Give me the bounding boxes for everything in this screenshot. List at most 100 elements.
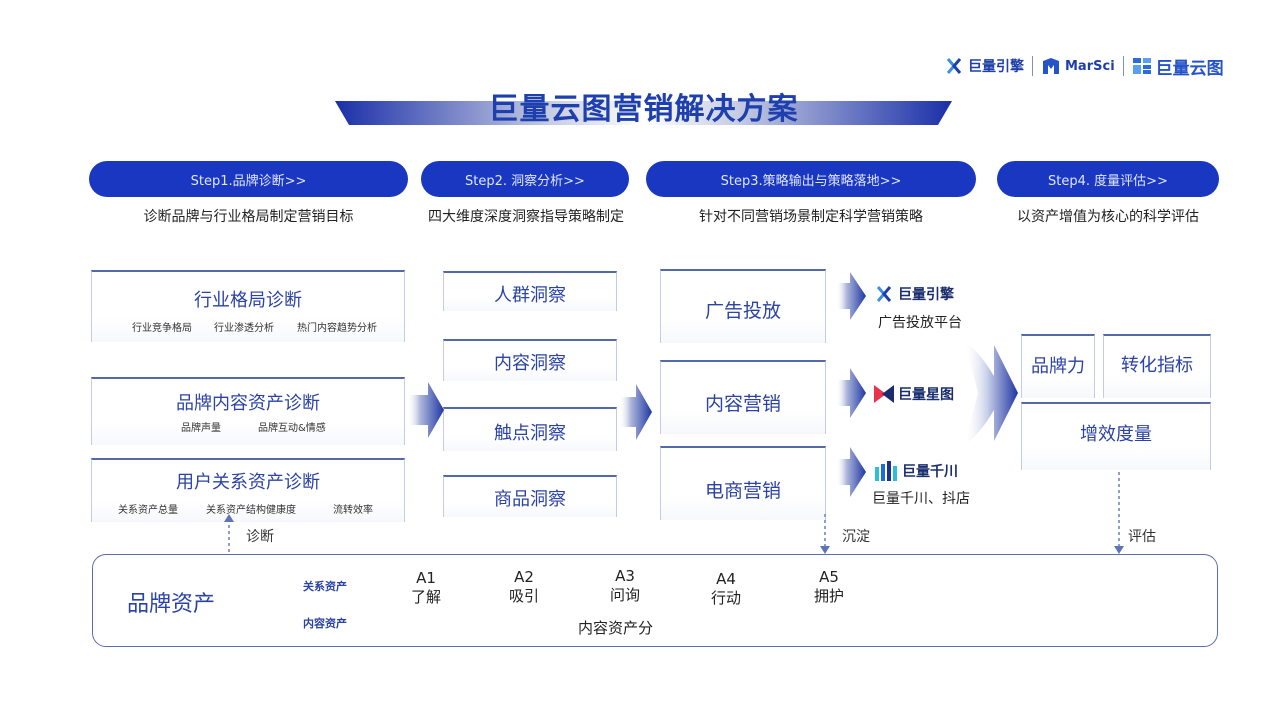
insight-box: 人群洞察 <box>443 271 617 311</box>
strategy-title: 内容营销 <box>704 393 781 415</box>
brand-asset-title: 品牌资产 <box>127 592 216 617</box>
step-1-desc: 诊断品牌与行业格局制定营销目标 <box>143 209 354 225</box>
yuntu-logo: 巨量云图 <box>1132 54 1224 79</box>
diagnosis-sub: 关系资产结构健康度 <box>206 505 296 516</box>
evaluate-note: 评估 <box>1128 529 1156 545</box>
diagnosis-box-user-relation: 用户关系资产诊断 关系资产总量 关系资产结构健康度 流转效率 <box>91 458 405 522</box>
insight-title: 商品洞察 <box>494 489 566 510</box>
stage-name: 拥护 <box>813 587 844 605</box>
platform-caption: 巨量千川、抖店 <box>872 491 970 507</box>
step-4-desc: 以资产增值为核心的科学评估 <box>1017 209 1199 225</box>
relation-asset-label: 关系资产 <box>303 580 347 593</box>
stage-code: A4 <box>716 570 736 588</box>
stage-name: 问询 <box>609 586 640 604</box>
settle-note: 沉淀 <box>842 529 870 545</box>
insight-title: 触点洞察 <box>494 423 566 444</box>
insight-title: 内容洞察 <box>494 353 566 374</box>
marsci-logo-text: MarSci <box>1065 58 1115 74</box>
ocean-engine-logo-text: 巨量引擎 <box>968 59 1024 75</box>
strategy-title: 电商营销 <box>704 480 781 502</box>
diagnosis-sub: 行业竞争格局 <box>132 323 192 334</box>
stage-code: A2 <box>514 568 534 586</box>
evaluate-arrowhead <box>1114 546 1124 554</box>
arrow-diagnosis-to-insight <box>407 382 444 438</box>
diagnosis-box-industry: 行业格局诊断 行业竞争格局 行业渗透分析 热门内容趋势分析 <box>91 270 405 342</box>
platform-logo-text: 巨量引擎 <box>898 287 954 303</box>
yuntu-logo-icon <box>1132 58 1151 74</box>
marsci-logo-icon <box>1043 58 1059 74</box>
ocean-engine-logo: 巨量引擎 <box>944 56 1024 76</box>
arrow-to-metrics <box>964 340 1018 446</box>
step-1-pill: Step1.品牌诊断>> <box>89 161 408 197</box>
stage-name: 行动 <box>710 589 741 607</box>
logo-divider <box>1032 56 1033 76</box>
title-band <box>335 101 952 125</box>
settle-arrowhead <box>820 546 830 554</box>
diagnosis-title: 品牌内容资产诊断 <box>176 393 320 414</box>
diagnosis-title: 用户关系资产诊断 <box>176 472 320 493</box>
diagnosis-box-brand-content: 品牌内容资产诊断 品牌声量 品牌互动&情感 <box>91 377 405 445</box>
diagnosis-sub: 热门内容趋势分析 <box>297 323 377 334</box>
stage-a2: A2 吸引 <box>494 568 554 606</box>
stage-name: 吸引 <box>508 587 539 605</box>
platform-logo-text: 巨量千川 <box>902 464 958 480</box>
content-asset-score: 内容资产分 <box>578 619 654 637</box>
stage-name: 了解 <box>410 588 441 606</box>
marsci-logo: MarSci <box>1041 56 1115 76</box>
platform-xingtu-logo: 巨量星图 <box>874 384 954 404</box>
platform-logo-text: 巨量星图 <box>898 387 954 403</box>
insight-box: 触点洞察 <box>443 407 617 451</box>
step-2-desc: 四大维度深度洞察指导策略制定 <box>428 209 624 225</box>
brand-asset-panel <box>92 554 1218 647</box>
logo-divider <box>1122 56 1124 76</box>
strategy-box-ads: 广告投放 <box>660 269 826 343</box>
metric-efficiency-label: 增效度量 <box>1080 424 1152 445</box>
insight-box: 商品洞察 <box>443 475 617 517</box>
metric-conversion-box: 转化指标 <box>1103 334 1211 398</box>
stage-a4: A4 行动 <box>696 570 756 608</box>
page-title: 巨量云图营销解决方案 <box>488 92 799 127</box>
metric-efficiency-box: 增效度量 <box>1021 402 1211 470</box>
step-4-pill: Step4. 度量评估>> <box>997 161 1219 197</box>
arrow-to-qianchuan <box>836 447 866 497</box>
step-3-pill: Step3.策略输出与策略落地>> <box>646 161 976 197</box>
stage-a3: A3 问询 <box>595 567 655 605</box>
insight-title: 人群洞察 <box>494 285 566 306</box>
qianchuan-icon <box>875 461 897 481</box>
metric-brand-box: 品牌力 <box>1021 334 1095 398</box>
step-3-desc: 针对不同营销场景制定科学营销策略 <box>699 209 923 225</box>
arrow-insight-to-strategy <box>619 384 652 440</box>
diagnosis-sub: 关系资产总量 <box>118 505 178 516</box>
stage-code: A5 <box>819 568 839 586</box>
step-2-pill: Step2. 洞察分析>> <box>421 161 629 197</box>
ocean-engine-icon <box>876 286 892 302</box>
strategy-box-ecommerce: 电商营销 <box>660 446 826 520</box>
insight-box: 内容洞察 <box>443 339 617 381</box>
diagnosis-sub: 行业渗透分析 <box>214 323 274 334</box>
platform-engine-logo: 巨量引擎 <box>874 284 954 304</box>
stage-code: A1 <box>416 569 436 587</box>
yuntu-logo-text: 巨量云图 <box>1155 58 1224 79</box>
diagnose-arrowhead <box>224 514 234 522</box>
arrow-to-xingtu <box>836 368 866 418</box>
stage-code: A3 <box>615 567 635 585</box>
strategy-box-content: 内容营销 <box>660 360 826 434</box>
stage-a5: A5 拥护 <box>799 568 859 606</box>
metric-brand-label: 品牌力 <box>1031 356 1085 377</box>
diagnosis-title: 行业格局诊断 <box>194 290 302 311</box>
logo-row: 巨量引擎 MarSci 巨量云图 <box>944 54 1224 79</box>
arrow-to-engine <box>836 272 866 320</box>
diagnosis-sub: 品牌互动&情感 <box>258 423 326 434</box>
diagnosis-sub: 流转效率 <box>333 505 373 516</box>
strategy-title: 广告投放 <box>704 300 781 322</box>
ocean-engine-logo-icon <box>946 58 962 74</box>
xingtu-icon <box>874 385 894 403</box>
platform-caption: 广告投放平台 <box>878 315 962 331</box>
diagnose-note: 诊断 <box>246 529 274 545</box>
platform-qianchuan-logo: 巨量千川 <box>874 461 958 481</box>
metric-conversion-label: 转化指标 <box>1121 355 1193 376</box>
content-asset-label: 内容资产 <box>303 617 347 630</box>
stage-a1: A1 了解 <box>396 569 456 607</box>
diagnosis-sub: 品牌声量 <box>181 423 221 434</box>
